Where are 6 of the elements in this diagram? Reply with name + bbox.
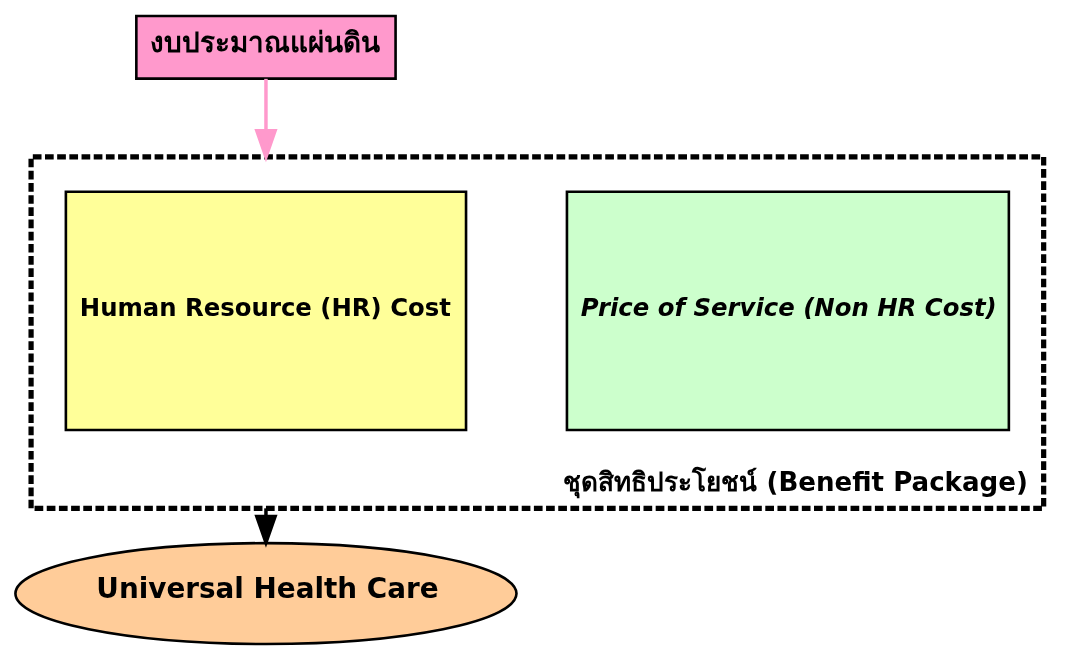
node-ellipse: Universal Health Care — [14, 541, 518, 646]
node-box: งบประมาณแผ่นดิน — [135, 14, 397, 80]
arrow — [254, 78, 278, 163]
arrow — [254, 508, 278, 548]
node-box: Human Resource (HR) Cost — [64, 190, 468, 432]
node-box: Price of Service (Non HR Cost) — [565, 190, 1011, 432]
